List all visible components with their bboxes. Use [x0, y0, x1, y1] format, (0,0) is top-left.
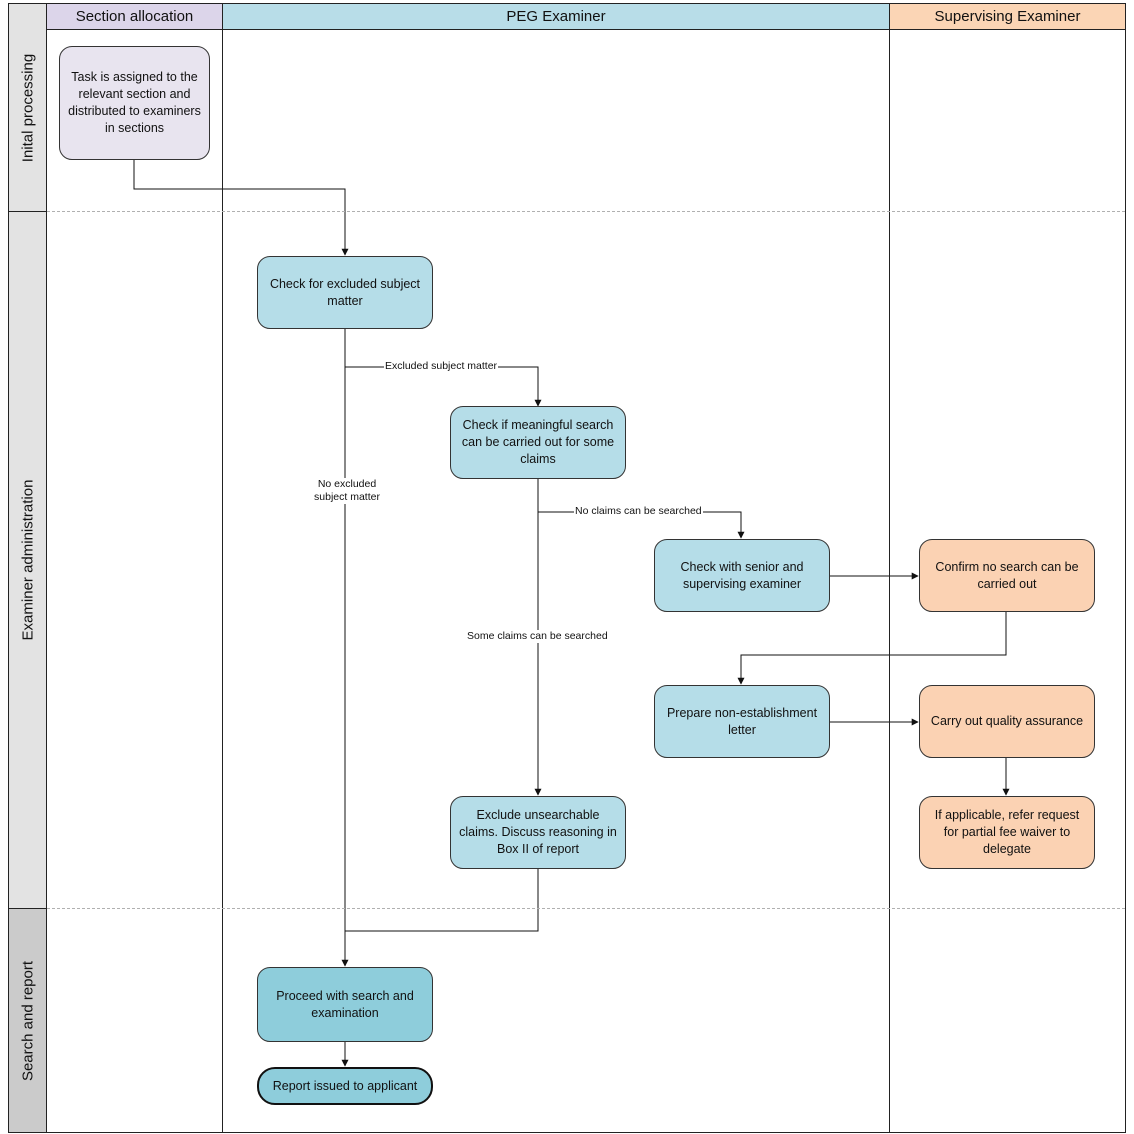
step-text: Task is assigned to the relevant section…: [66, 69, 203, 137]
step-text: Proceed with search and examination: [264, 988, 426, 1022]
step-report-issued: Report issued to applicant: [257, 1067, 433, 1105]
step-exclude-claims: Exclude unsearchable claims. Discuss rea…: [450, 796, 626, 869]
step-check-meaningful-search: Check if meaningful search can be carrie…: [450, 406, 626, 479]
edge-label-no-claims: No claims can be searched: [574, 505, 703, 518]
step-text: Exclude unsearchable claims. Discuss rea…: [457, 807, 619, 858]
step-refer-fee-waiver: If applicable, refer request for partial…: [919, 796, 1095, 869]
phase-label: Search and report: [19, 960, 36, 1080]
step-text: Carry out quality assurance: [931, 713, 1083, 730]
lane-header-peg-examiner: PEG Examiner: [222, 3, 890, 30]
step-text: If applicable, refer request for partial…: [926, 807, 1088, 858]
lane-header-section-allocation: Section allocation: [46, 3, 223, 30]
step-text: Check for excluded subject matter: [264, 276, 426, 310]
step-task-assigned: Task is assigned to the relevant section…: [59, 46, 210, 160]
edge-label-excluded: Excluded subject matter: [384, 360, 498, 373]
step-text: Check if meaningful search can be carrie…: [457, 417, 619, 468]
edge-exclude-to-proceed: [345, 869, 538, 931]
phase-label: Examiner administration: [19, 480, 36, 641]
phase-initial-processing: Inital processing: [8, 3, 47, 212]
lane-label: Supervising Examiner: [935, 8, 1081, 25]
lane-header-supervising-examiner: Supervising Examiner: [889, 3, 1126, 30]
phase-examiner-administration: Examiner administration: [8, 211, 47, 909]
edge-confirm-to-prepare: [741, 612, 1006, 684]
step-quality-assurance: Carry out quality assurance: [919, 685, 1095, 758]
step-prepare-letter: Prepare non-establishment letter: [654, 685, 830, 758]
lane-label: Section allocation: [76, 8, 194, 25]
step-text: Check with senior and supervising examin…: [661, 559, 823, 593]
edge-label-no-excluded: No excluded subject matter: [306, 478, 388, 504]
edge-label-some-claims: Some claims can be searched: [466, 630, 609, 643]
step-proceed-search: Proceed with search and examination: [257, 967, 433, 1042]
phase-search-and-report: Search and report: [8, 908, 47, 1133]
step-text: Prepare non-establishment letter: [661, 705, 823, 739]
step-check-excluded: Check for excluded subject matter: [257, 256, 433, 329]
step-text: Report issued to applicant: [273, 1078, 418, 1095]
step-confirm-no-search: Confirm no search can be carried out: [919, 539, 1095, 612]
step-check-senior: Check with senior and supervising examin…: [654, 539, 830, 612]
edge-task-to-check-excluded: [134, 160, 345, 255]
lane-label: PEG Examiner: [506, 8, 605, 25]
step-text: Confirm no search can be carried out: [926, 559, 1088, 593]
phase-label: Inital processing: [19, 53, 36, 161]
